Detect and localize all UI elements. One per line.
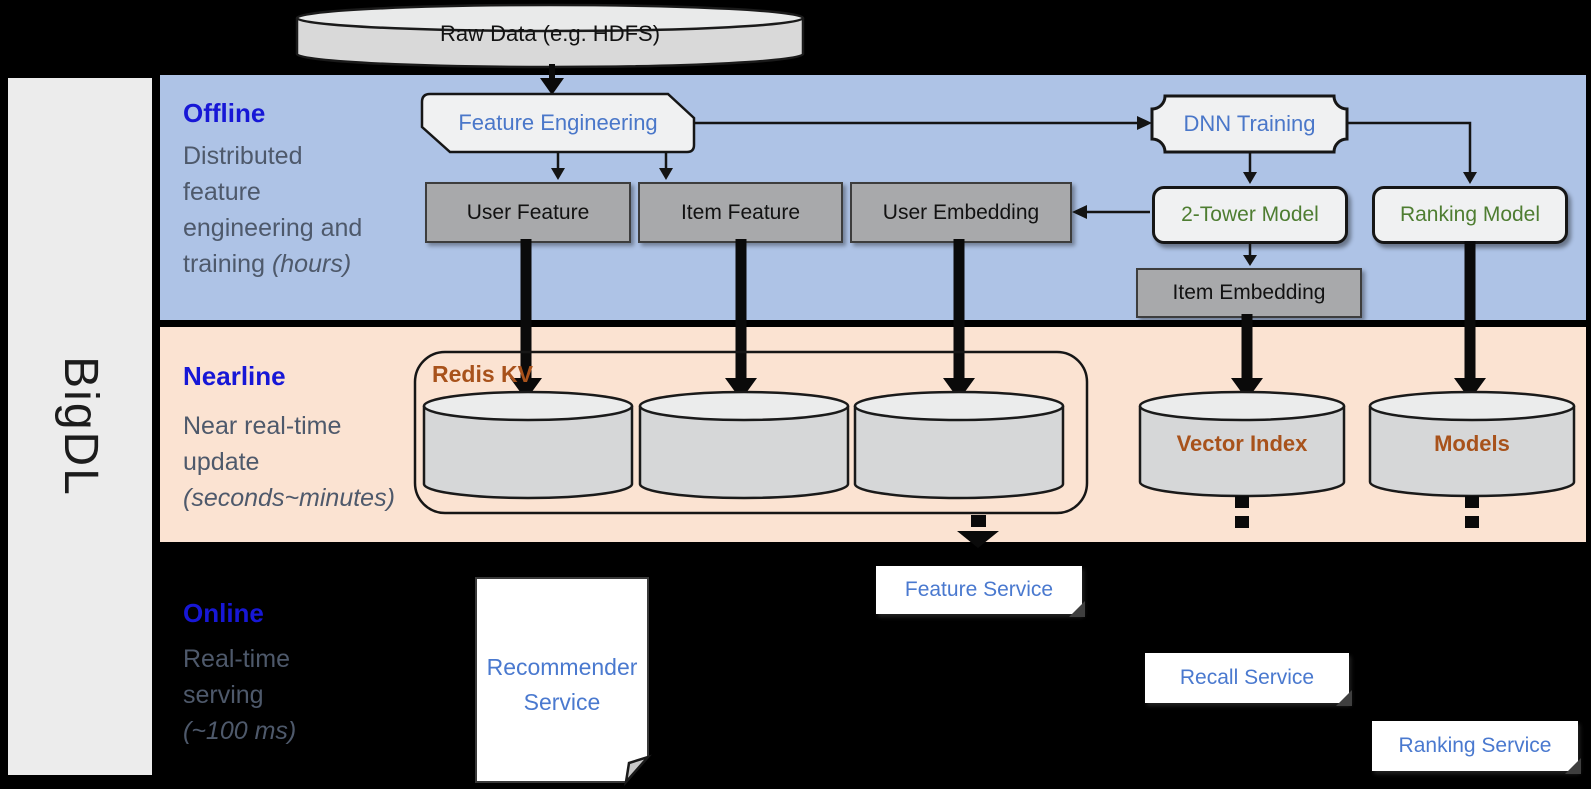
item-feature-label: Item Feature: [680, 200, 801, 224]
item-feature-box: Item Feature: [638, 182, 843, 243]
vector-index-label: Vector Index: [1176, 431, 1308, 456]
nearline-title: Nearline: [183, 360, 286, 391]
online-title: Online: [183, 597, 264, 628]
offline-desc-line: training (hours): [183, 250, 352, 278]
recall-service-box: Recall Service: [1145, 653, 1349, 703]
user-feature-box: User Feature: [425, 182, 631, 243]
offline-title: Offline: [183, 97, 266, 128]
two-tower-model-label: 2-Tower Model: [1181, 203, 1319, 226]
offline-description: Distributed feature engineering and trai…: [183, 138, 433, 282]
recall-service-label: Recall Service: [1179, 666, 1315, 689]
offline-desc-line: Distributed: [183, 142, 303, 170]
raw-data-label: Raw Data (e.g. HDFS): [439, 21, 661, 46]
nearline-description: Near real-time update (seconds~minutes): [183, 408, 433, 516]
item-embedding-label: Item Embedding: [1172, 281, 1326, 304]
ranking-service-label: Ranking Service: [1398, 734, 1552, 757]
redis-kv-label: Redis KV: [432, 360, 533, 387]
bigdl-logo-text: BigDL: [53, 356, 107, 497]
recommender-service-label: Recommender Service: [486, 654, 638, 715]
ranking-model-box: Ranking Model: [1372, 186, 1568, 244]
user-embedding-box: User Embedding: [850, 182, 1072, 243]
user-feature-label: User Feature: [466, 200, 590, 224]
online-desc-line: serving: [183, 681, 264, 709]
feature-service-box: Feature Service: [876, 566, 1082, 614]
nearline-desc-line: update: [183, 448, 260, 476]
ranking-model-label: Ranking Model: [1399, 203, 1541, 226]
two-tower-model-box: 2-Tower Model: [1152, 186, 1348, 244]
models-label: Models: [1434, 431, 1510, 456]
nearline-desc-note: (seconds~minutes): [183, 484, 395, 512]
feature-service-label: Feature Service: [904, 578, 1054, 601]
bigdl-sidebar: BigDL: [8, 78, 152, 775]
ranking-service-box: Ranking Service: [1372, 721, 1578, 771]
online-desc-line: Real-time: [183, 645, 290, 673]
user-embedding-label: User Embedding: [882, 200, 1040, 224]
online-description: Real-time serving (~100 ms): [183, 641, 433, 749]
offline-desc-line: feature: [183, 178, 261, 206]
dnn-training-label: DNN Training: [1183, 111, 1316, 136]
online-desc-note: (~100 ms): [183, 717, 297, 745]
feature-engineering-label: Feature Engineering: [458, 110, 658, 135]
nearline-desc-line: Near real-time: [183, 412, 342, 440]
offline-desc-line: engineering and: [183, 214, 363, 242]
item-embedding-box: Item Embedding: [1136, 268, 1362, 318]
